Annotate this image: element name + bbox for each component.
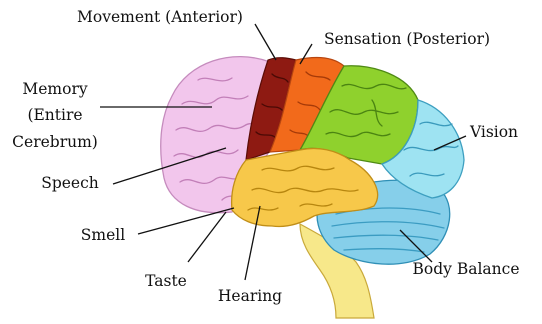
label-hearing: Hearing	[218, 287, 282, 305]
label-memory-line2: (Entire	[27, 106, 82, 124]
label-movement: Movement (Anterior)	[77, 8, 243, 26]
label-memory-line1: Memory	[22, 80, 87, 98]
label-vision: Vision	[469, 123, 518, 141]
label-sensation: Sensation (Posterior)	[324, 30, 490, 48]
label-body-balance: Body Balance	[413, 260, 520, 278]
movement-leader	[255, 24, 276, 60]
label-speech: Speech	[41, 174, 99, 192]
label-taste: Taste	[145, 272, 187, 290]
label-memory-line3: Cerebrum)	[12, 133, 98, 151]
label-smell: Smell	[81, 226, 125, 244]
